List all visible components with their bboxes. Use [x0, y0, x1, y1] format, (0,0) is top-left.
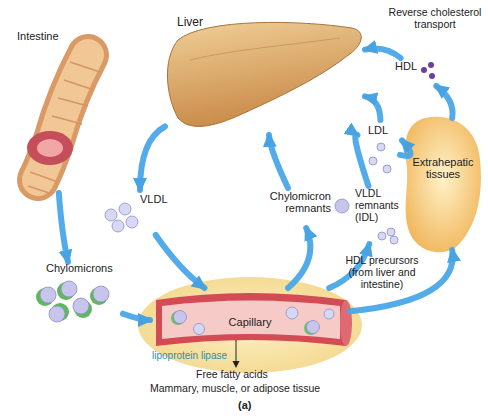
particle	[390, 236, 398, 244]
particle	[112, 220, 124, 232]
particle	[90, 287, 108, 305]
node-label: Intestine	[17, 30, 100, 42]
ldl-particles	[369, 143, 391, 173]
particle	[194, 324, 205, 335]
particle	[61, 281, 77, 297]
particle	[378, 232, 386, 240]
tissue-label: Mammary, muscle, or adipose tissue	[150, 382, 370, 394]
node-label: Chylomicron remnants	[240, 190, 331, 215]
lipoprotein-group: LDL	[362, 120, 400, 180]
intestine-lumen	[37, 139, 63, 157]
particle	[73, 298, 89, 314]
particle	[126, 216, 138, 228]
tissue-blob: Extrahepatic tissues	[402, 118, 482, 250]
particle	[369, 157, 377, 165]
particle	[174, 311, 187, 324]
enzyme-label: lipoprotein lipase	[152, 350, 244, 362]
node-label: LDL	[368, 124, 400, 136]
lipoprotein-group: Chylomicron remnants	[240, 188, 355, 228]
idl-particles	[378, 228, 398, 244]
capillary-end	[340, 300, 352, 346]
flow-arrow	[156, 235, 205, 288]
particle	[119, 203, 131, 215]
node-label: VLDL	[140, 193, 180, 205]
node-label: Extrahepatic tissues	[406, 156, 480, 181]
lipoprotein-group: VLDL remnants (IDL)	[353, 186, 403, 244]
flow-arrow	[365, 48, 401, 58]
flow-arrow	[400, 140, 411, 156]
organ-intestine: Intestine	[5, 28, 100, 193]
liver-shape	[167, 22, 361, 126]
flow-arrow	[59, 193, 68, 262]
particle	[324, 309, 334, 319]
particle	[387, 228, 395, 236]
flow-arrow	[140, 127, 165, 191]
particle	[105, 209, 117, 221]
flow-arrow	[436, 86, 452, 118]
capillary-vessel: Capillary	[150, 288, 350, 355]
particle	[429, 73, 435, 79]
intestine-shape	[27, 55, 100, 194]
node-label: Liver	[177, 16, 365, 29]
particle	[428, 62, 434, 68]
flow-arrow	[355, 135, 368, 186]
hdl-particles	[421, 62, 435, 79]
particle	[307, 321, 320, 334]
flow-arrow	[269, 135, 288, 188]
particle	[40, 287, 56, 303]
lipoprotein-group: VLDL	[100, 190, 180, 235]
particle	[93, 286, 109, 302]
lipase-arrow	[236, 340, 237, 362]
chylomicron-particles	[36, 281, 109, 322]
node-label: Chylomicrons	[46, 262, 123, 274]
particle	[421, 67, 427, 73]
node-label: VLDL remnants (IDL)	[355, 188, 403, 223]
vldl-particles	[105, 203, 138, 232]
particle	[377, 143, 385, 151]
particle	[383, 165, 391, 173]
panel-label: (a)	[238, 399, 268, 412]
product-label: Free fatty acids	[196, 368, 306, 380]
lipoprotein-group: Chylomicrons	[28, 262, 123, 330]
node-label: HDL	[395, 60, 440, 72]
liver-shading	[190, 38, 340, 60]
flow-arrow	[123, 314, 150, 320]
particle	[286, 307, 298, 319]
source-note: HDL precursors (from liver and intestine…	[336, 254, 428, 290]
lipoprotein-group: HDL	[395, 58, 440, 86]
intestine-folds	[28, 62, 100, 194]
remnant-particle	[335, 199, 349, 213]
adipose-tissue	[138, 277, 362, 373]
organ-liver: Liver	[165, 10, 365, 135]
particle	[49, 306, 65, 322]
flow-arrow	[365, 96, 380, 120]
tissue-shape	[405, 117, 481, 252]
intestine-cut	[27, 131, 73, 165]
flow-arrow	[288, 228, 310, 288]
node-label: Capillary	[150, 316, 350, 328]
process-note: Reverse cholesterol transport	[385, 6, 485, 30]
lipase-arrowhead	[233, 361, 240, 368]
